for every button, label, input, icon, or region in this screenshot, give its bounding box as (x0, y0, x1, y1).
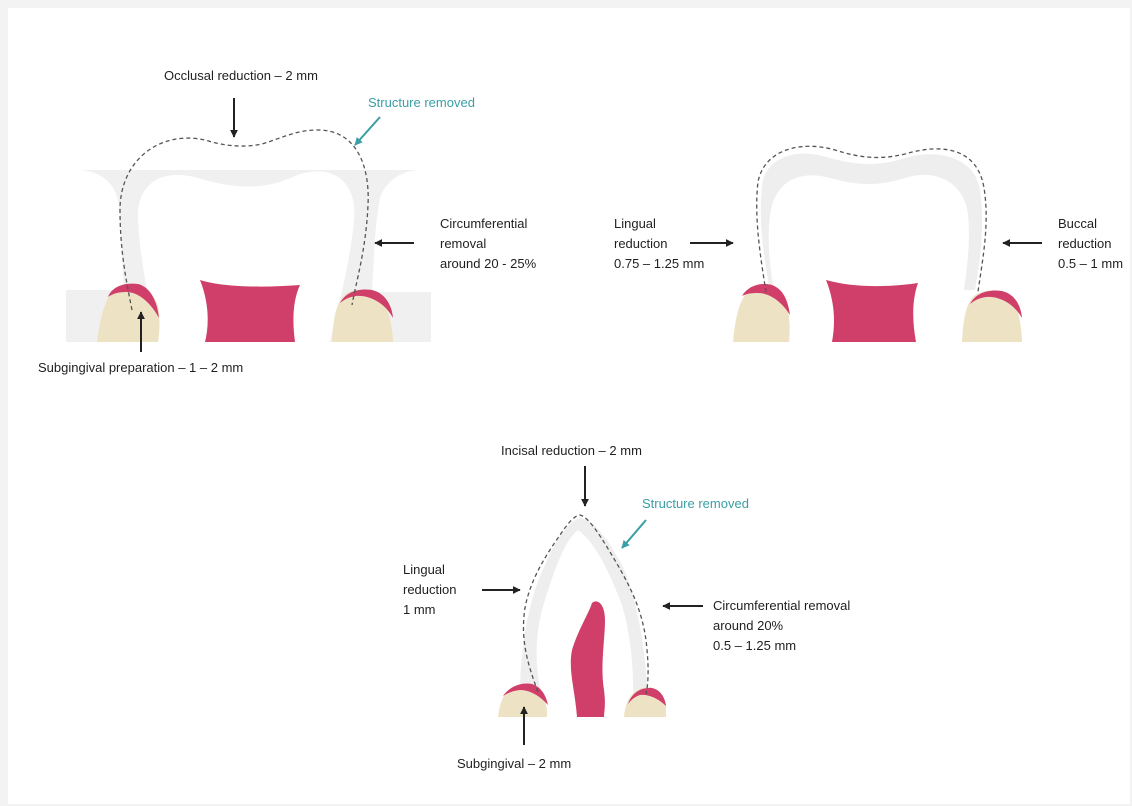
buccal-reduction-label: Buccal reduction 0.5 – 1 mm (1058, 214, 1123, 274)
label-line: 0.75 – 1.25 mm (614, 254, 704, 274)
label-line: removal (440, 234, 536, 254)
occlusal-reduction-label: Occlusal reduction – 2 mm (164, 66, 318, 86)
structure-removed-arrow (622, 520, 646, 548)
molar-crown-panel (66, 98, 431, 352)
structure-removed-label: Structure removed (368, 93, 475, 113)
lingual-reduction-label: Lingual reduction 0.75 – 1.25 mm (614, 214, 704, 274)
label-line: Lingual (614, 214, 704, 234)
subgingival-label: Subgingival – 2 mm (457, 754, 571, 774)
label-line: 0.5 – 1 mm (1058, 254, 1123, 274)
label-line: around 20% (713, 616, 850, 636)
label-line: reduction (1058, 234, 1123, 254)
structure-removed-label: Structure removed (642, 494, 749, 514)
label-line: Lingual (403, 560, 456, 580)
label-line: 1 mm (403, 600, 456, 620)
label-line: 0.5 – 1.25 mm (713, 636, 850, 656)
structure-removed-arrow (355, 117, 380, 145)
circumferential-removal-label: Circumferential removal around 20 - 25% (440, 214, 536, 274)
pulp (200, 280, 300, 342)
subgingival-preparation-label: Subgingival preparation – 1 – 2 mm (38, 358, 243, 378)
pulp (826, 280, 918, 342)
label-line: Circumferential removal (713, 596, 850, 616)
label-line: reduction (403, 580, 456, 600)
lingual-reduction-label: Lingual reduction 1 mm (403, 560, 456, 620)
label-line: around 20 - 25% (440, 254, 536, 274)
label-line: reduction (614, 234, 704, 254)
incisal-reduction-label: Incisal reduction – 2 mm (501, 441, 642, 461)
molar-side-panel (690, 146, 1042, 342)
label-line: Buccal (1058, 214, 1123, 234)
circumferential-removal-label: Circumferential removal around 20% 0.5 –… (713, 596, 850, 656)
label-line: Circumferential (440, 214, 536, 234)
